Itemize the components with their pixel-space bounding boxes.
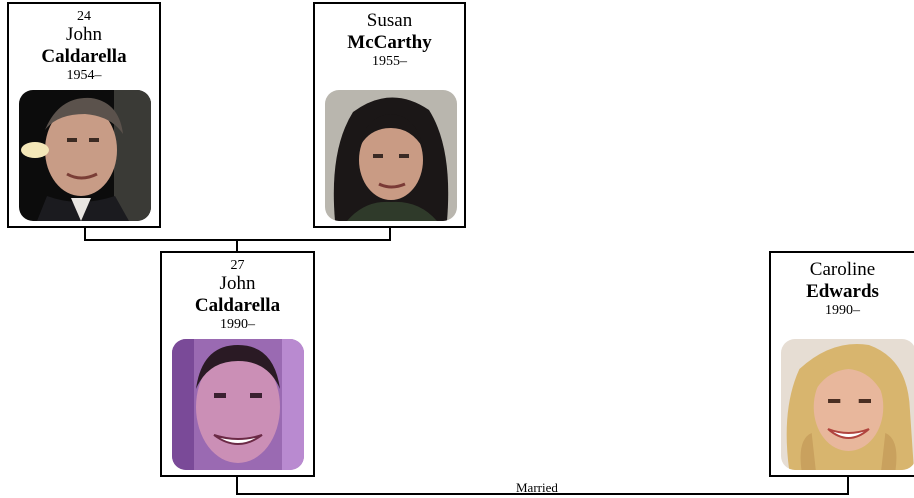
parents-connector [84,228,391,241]
person-last-name: Caldarella [194,295,281,316]
person-last-name: Edwards [806,281,879,302]
person-card-caroline-edwards[interactable]: Caroline Edwards 1990– [769,251,914,477]
person-card-john-caldarella-1990[interactable]: 27 John Caldarella 1990– [160,251,315,477]
marriage-label: Married [516,480,558,495]
person-card-susan-mccarthy[interactable]: Susan McCarthy 1955– [313,2,466,228]
person-lifespan: 1954– [66,68,102,83]
person-photo [325,90,457,221]
person-photo [19,90,151,221]
person-first-name: John [66,24,102,45]
person-first-name: Susan [366,10,413,31]
person-lifespan: 1955– [372,54,407,69]
person-lifespan: 1990– [825,303,860,318]
person-last-name: Caldarella [41,46,127,67]
person-photo [172,339,304,470]
person-lifespan: 1990– [220,317,255,332]
person-first-name: John [219,273,256,294]
person-number: 24 [77,9,91,24]
person-number: 27 [230,258,245,273]
person-card-john-caldarella-1954[interactable]: 24 John Caldarella 1954– [7,2,161,228]
person-photo [781,339,914,470]
person-last-name: McCarthy [347,32,432,53]
person-first-name: Caroline [809,259,876,280]
